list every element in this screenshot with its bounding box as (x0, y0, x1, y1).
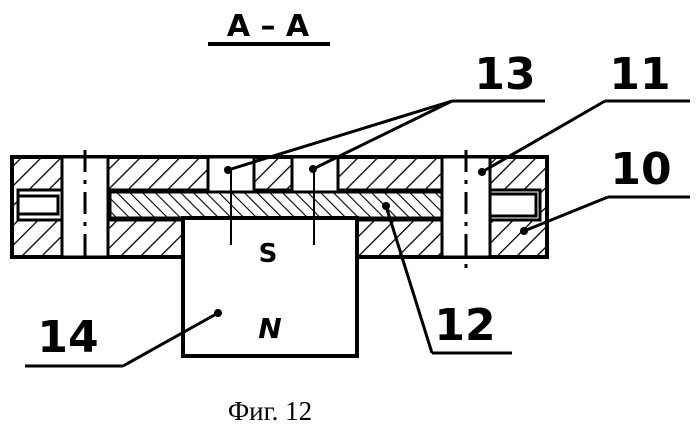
strip-12 (110, 192, 450, 218)
figure-caption: Фиг. 12 (228, 396, 312, 426)
left-hole (62, 150, 108, 262)
section-label: А – А (227, 9, 310, 44)
callout-10: 10 (610, 144, 671, 195)
pole-n-label: N (258, 312, 281, 345)
pole-s-label: S (259, 239, 278, 269)
callout-12: 12 (434, 300, 495, 351)
callout-14: 14 (37, 312, 98, 363)
callout-13: 13 (474, 49, 535, 100)
right-end-slot (490, 194, 536, 216)
callout-11: 11 (609, 49, 670, 100)
left-end-slot (18, 196, 58, 214)
